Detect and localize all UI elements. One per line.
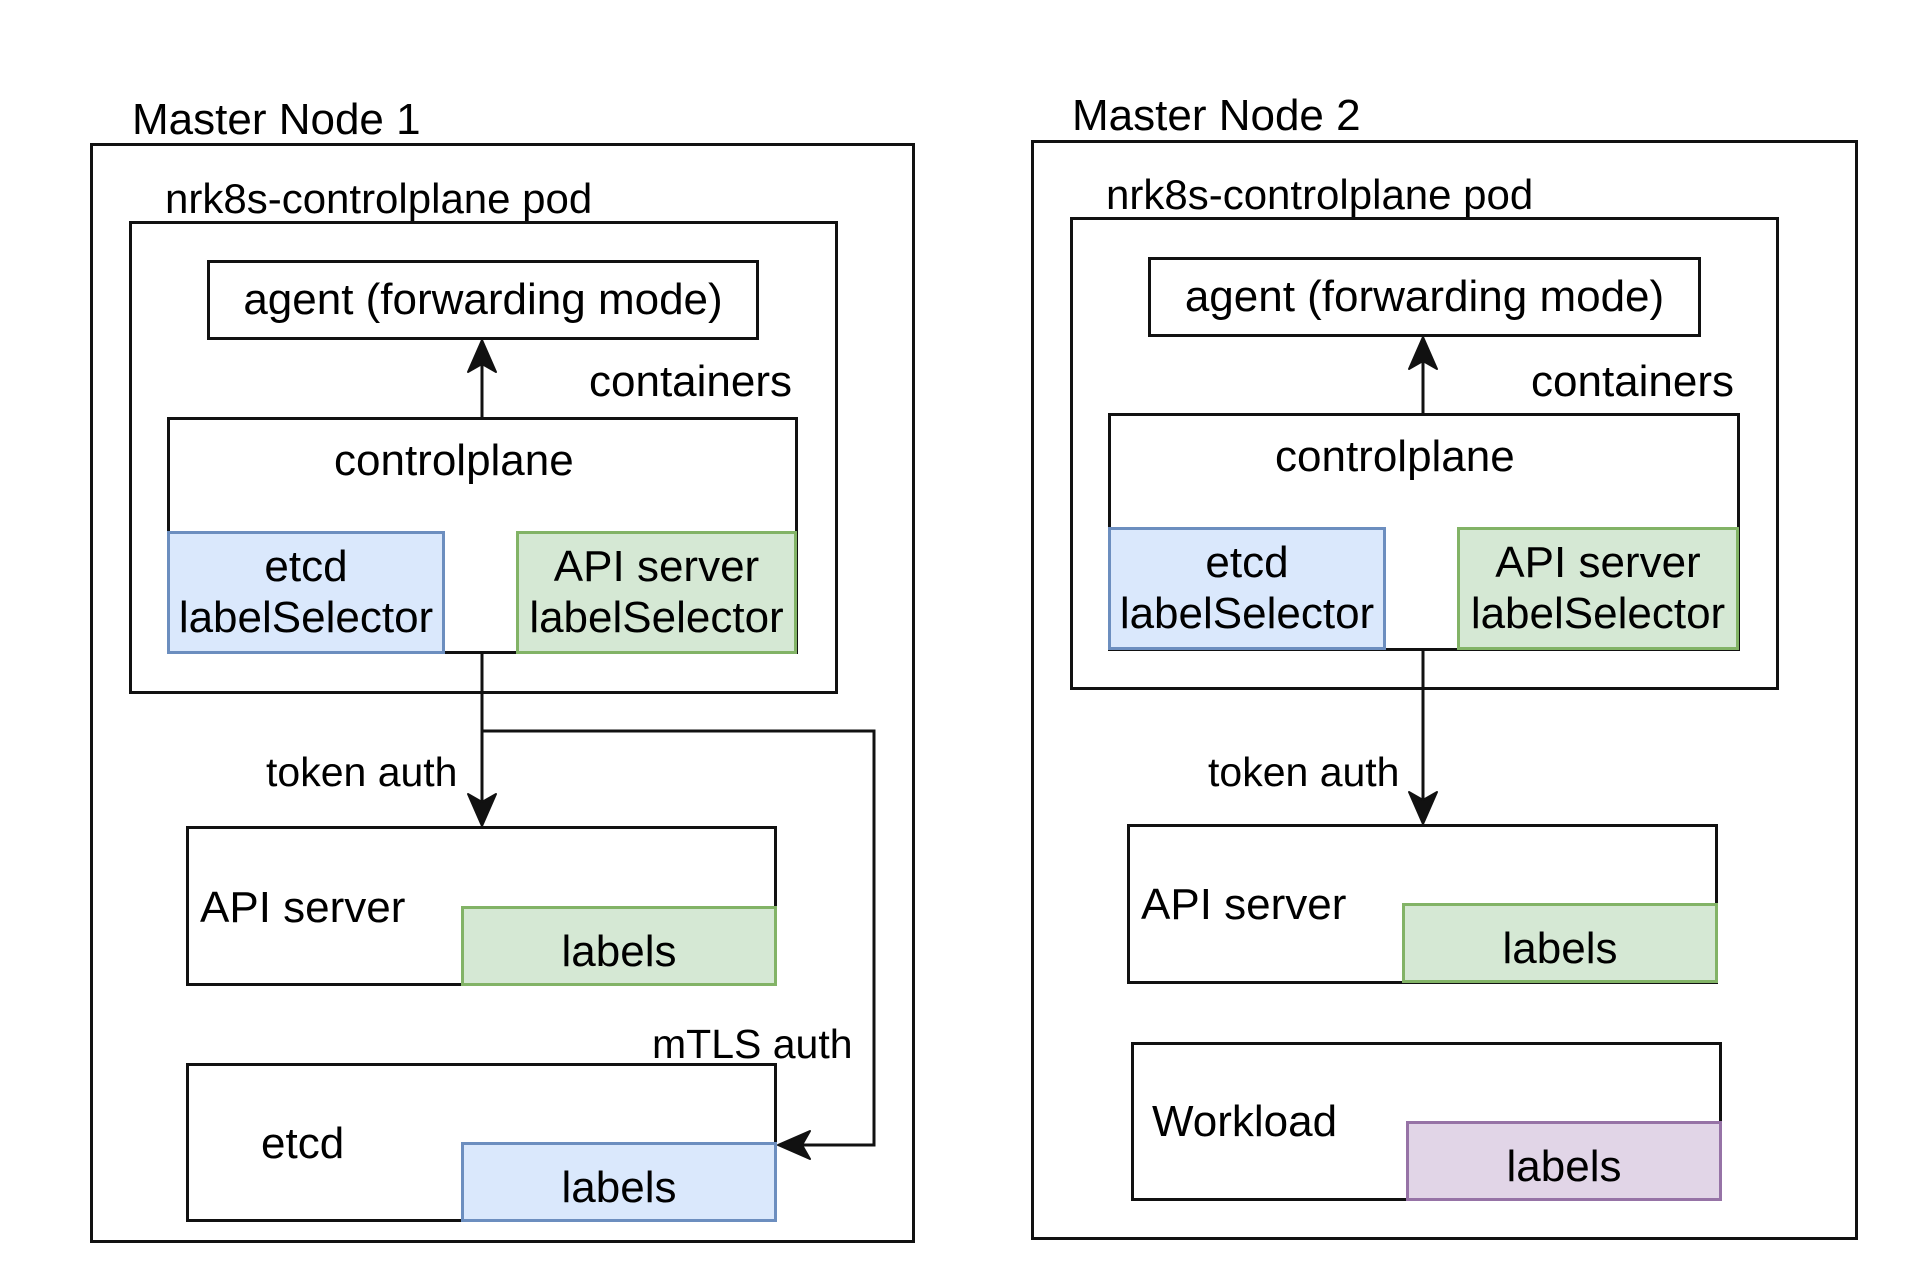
node2-workload-labels: labels xyxy=(1406,1121,1722,1201)
node1-etcd-selector-line2: labelSelector xyxy=(178,592,434,642)
node2-api-server-label: API server xyxy=(1141,880,1347,929)
node1-containers-label: containers xyxy=(589,357,793,406)
node1-token-auth-label: token auth xyxy=(266,749,458,795)
node2-containers-label: containers xyxy=(1531,357,1735,406)
node2-api-selector-line1: API server xyxy=(1495,537,1701,587)
node2-api-labels: labels xyxy=(1402,903,1718,983)
node2-agent-label: agent (forwarding mode) xyxy=(1184,272,1665,321)
node2-api-selector-line2: labelSelector xyxy=(1470,588,1726,638)
node1-api-labels-text: labels xyxy=(561,926,677,976)
node2-api-labels-text: labels xyxy=(1502,923,1618,973)
node2-controlplane-label: controlplane xyxy=(1275,432,1515,481)
node1-api-selector-line2: labelSelector xyxy=(529,592,784,642)
node1-etcd-selector-line1: etcd xyxy=(264,541,348,591)
node1-agent-box: agent (forwarding mode) xyxy=(207,260,759,340)
node1-controlplane-label: controlplane xyxy=(334,436,574,485)
node2-etcd-selector-line1: etcd xyxy=(1205,537,1289,587)
node1-title: Master Node 1 xyxy=(132,95,421,144)
node1-etcd-labels-text: labels xyxy=(561,1162,677,1212)
node2-etcd-selector: etcd labelSelector xyxy=(1108,527,1386,650)
node1-mtls-auth-label: mTLS auth xyxy=(652,1021,853,1067)
node2-api-selector: API server labelSelector xyxy=(1457,527,1739,650)
node2-workload-labels-text: labels xyxy=(1506,1141,1622,1191)
node2-pod-label: nrk8s-controlplane pod xyxy=(1106,171,1534,218)
node1-etcd-label: etcd xyxy=(261,1119,345,1168)
node1-api-selector: API server labelSelector xyxy=(516,531,797,654)
node2-agent-box: agent (forwarding mode) xyxy=(1148,257,1701,337)
node1-etcd-labels: labels xyxy=(461,1142,777,1222)
node2-title: Master Node 2 xyxy=(1072,91,1361,140)
node1-api-selector-line1: API server xyxy=(553,541,760,591)
node1-agent-label: agent (forwarding mode) xyxy=(243,275,723,324)
node1-etcd-selector: etcd labelSelector xyxy=(167,531,445,654)
node2-workload-label: Workload xyxy=(1152,1097,1338,1146)
node1-api-labels: labels xyxy=(461,906,777,986)
node1-pod-label: nrk8s-controlplane pod xyxy=(165,175,593,222)
node1-api-server-label: API server xyxy=(200,883,406,932)
node2-etcd-selector-line2: labelSelector xyxy=(1119,588,1375,638)
node2-token-auth-label: token auth xyxy=(1208,749,1400,795)
